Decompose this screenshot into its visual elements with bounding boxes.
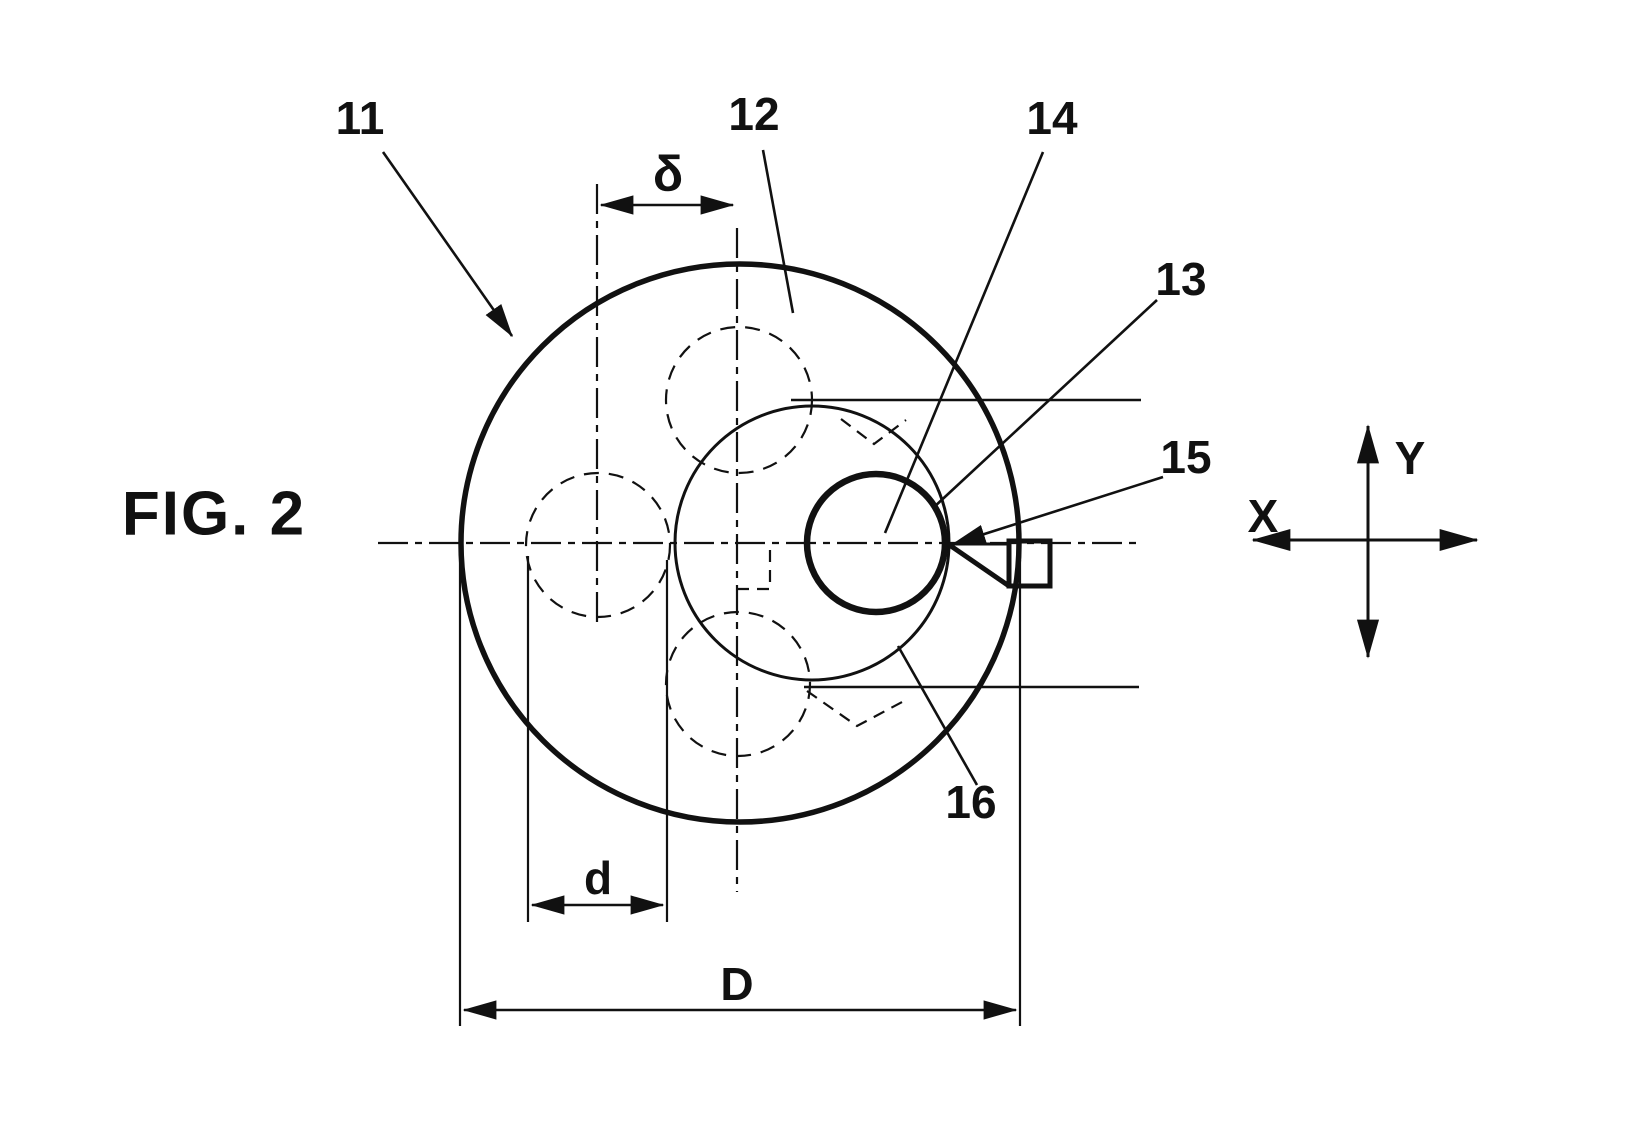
ref-label-11: 11 <box>336 92 385 144</box>
leader-line-13 <box>932 299 1158 509</box>
figure-title: FIG. 2 <box>122 479 306 548</box>
keyway-block <box>1006 538 1053 589</box>
hidden-circle-bottom <box>664 610 812 758</box>
leader-line-16 <box>896 645 979 786</box>
ref-label-12: 12 <box>728 88 779 140</box>
dimension-label-delta: δ <box>653 146 683 202</box>
ref-label-14: 14 <box>1026 92 1078 144</box>
ref-label-13: 13 <box>1155 253 1206 305</box>
hidden-slot-center <box>737 547 772 591</box>
hidden-slot-bottom <box>806 690 905 728</box>
dimension-label-d: d <box>584 852 612 904</box>
dimension-label-D: D <box>720 958 753 1010</box>
leader-line-15 <box>951 475 1164 546</box>
leader-line-12 <box>761 149 795 314</box>
leader-line-14 <box>883 151 1045 534</box>
hidden-circle-left <box>524 471 672 619</box>
x-axis-label: X <box>1248 490 1279 542</box>
hidden-slot-top <box>840 418 907 446</box>
ref-label-16: 16 <box>945 776 996 828</box>
hidden-circle-top <box>664 325 814 475</box>
leader-line-11 <box>381 151 514 338</box>
shaft-bore-circle <box>803 470 949 616</box>
y-axis-label: Y <box>1395 432 1426 484</box>
keyway-diagonal-line <box>946 541 1011 589</box>
ref-label-15: 15 <box>1160 431 1211 483</box>
